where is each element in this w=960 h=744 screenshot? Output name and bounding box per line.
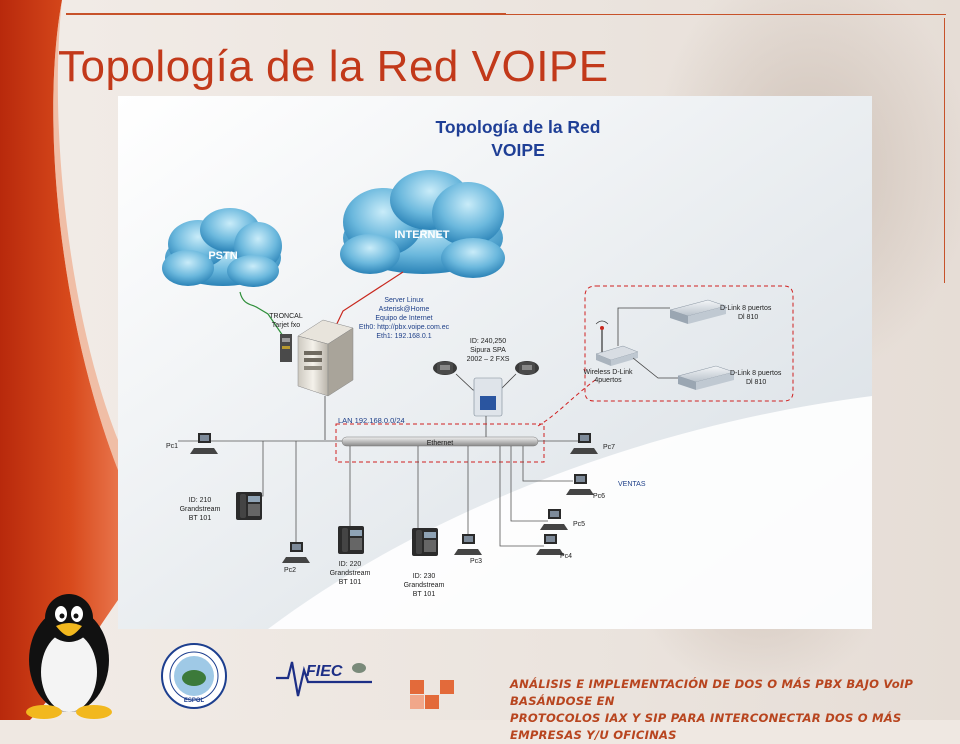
- phone220-label-2: Grandstream: [330, 570, 371, 577]
- fiec-label: FIEC: [306, 663, 343, 680]
- phone220-label-3: BT 101: [339, 579, 362, 586]
- pc6-label: Pc6: [593, 493, 605, 500]
- panel-swoosh: [268, 396, 872, 629]
- internet-label: INTERNET: [395, 229, 450, 241]
- pc6-icon: [566, 474, 594, 495]
- drop-pc4: [499, 446, 544, 547]
- thesis-title-line1: ANÁLISIS E IMPLEMENTACIÓN DE DOS O MÁS P…: [510, 677, 914, 708]
- analog-phone-left-icon: [433, 361, 457, 375]
- lan-dashed-box: [335, 423, 545, 463]
- dlink-top-switch-icon: [669, 299, 727, 324]
- server-label-1: Server Linux: [384, 297, 424, 304]
- pstn-cloud: [162, 208, 282, 287]
- drop-pc6: [522, 446, 573, 482]
- pstn-link: [239, 291, 284, 337]
- wireless-to-dlink-top: [617, 307, 670, 346]
- phone210-icon: [236, 492, 262, 520]
- fxo-card-icon: [280, 334, 292, 362]
- wireless-router-icon: [595, 320, 639, 366]
- server-label-4: Eth0: http://pbx.voipe.com.ec: [359, 324, 450, 331]
- phone230-label-1: ID: 230: [413, 573, 436, 580]
- ventas-label: VENTAS: [618, 481, 646, 488]
- ethernet-label: Ethernet: [427, 440, 454, 447]
- pc2-icon: [282, 542, 310, 563]
- sipura-spa-icon: [473, 377, 503, 417]
- fiec-logo: [276, 661, 372, 697]
- pc7-icon: [570, 433, 598, 454]
- pc4-icon: [536, 534, 564, 555]
- network-diagram: Topología de la Red VOIPE PSTN INTERNET …: [118, 96, 872, 629]
- wireless-label-1: Wireless D-Link: [583, 369, 633, 376]
- thesis-title-line2: PROTOCOLOS IAX Y SIP PARA INTERCONECTAR …: [510, 711, 902, 742]
- phone220-label-1: ID: 220: [339, 561, 362, 568]
- ventas-dashed-box: [584, 285, 794, 402]
- pc4-label: Pc4: [560, 553, 572, 560]
- orange-squares-decor: [410, 680, 454, 709]
- red-swoosh-background: [0, 0, 118, 720]
- pc2-label: Pc2: [284, 567, 296, 574]
- pc5-icon: [540, 509, 568, 530]
- dlink-top-label-1: D-Link 8 puertos: [720, 305, 772, 312]
- spa-label-3: 2002 – 2 FXS: [467, 356, 510, 363]
- analog-phone-right-icon: [515, 361, 539, 375]
- pstn-label: PSTN: [208, 250, 237, 262]
- thesis-title: ANÁLISIS E IMPLEMENTACIÓN DE DOS O MÁS P…: [510, 676, 950, 744]
- pc5-label: Pc5: [573, 521, 585, 528]
- ethernet-bus: [341, 436, 539, 447]
- phone230-label-2: Grandstream: [404, 582, 445, 589]
- dlink-bottom-switch-icon: [677, 365, 735, 390]
- internet-cloud: [340, 170, 505, 278]
- pc1-icon: [190, 433, 218, 454]
- spa-label-1: ID: 240,250: [470, 338, 506, 345]
- diagram-title-line1: Topología de la Red: [436, 117, 601, 137]
- pc3-icon: [454, 534, 482, 555]
- drop-pc5: [510, 446, 548, 522]
- right-decor-line: [944, 18, 945, 283]
- troncal-label: TRONCAL: [269, 313, 303, 320]
- top-decor-line-right: [506, 14, 946, 15]
- pc3-label: Pc3: [470, 558, 482, 565]
- spa-label-2: Sipura SPA: [470, 347, 506, 354]
- wireless-label-2: 4puertos: [594, 377, 622, 384]
- diagram-panel: Topología de la Red VOIPE PSTN INTERNET …: [118, 96, 872, 629]
- server-label-5: Eth1: 192.168.0.1: [376, 333, 431, 340]
- phone210-label-3: BT 101: [189, 515, 212, 522]
- pc1-label: Pc1: [166, 443, 178, 450]
- tux-penguin-logo: [26, 594, 112, 719]
- dlink-bottom-label-2: Dl 810: [746, 379, 766, 386]
- phone210-label-1: ID: 210: [189, 497, 212, 504]
- slide-title: Topología de la Red VOIPE: [58, 42, 609, 91]
- troncal-sub-label: Tarjet fxo: [272, 322, 301, 329]
- lan-to-ventas-link: [537, 377, 599, 427]
- dlink-bottom-label-1: D-Link 8 puertos: [730, 370, 782, 377]
- server-label-2: Asterisk@Home: [379, 306, 430, 313]
- phone230-icon: [412, 528, 438, 556]
- server-label-3: Equipo de Internet: [375, 315, 432, 322]
- diagram-title-line2: VOIPE: [491, 140, 545, 160]
- server-tower-icon: [297, 319, 354, 397]
- phone210-label-2: Grandstream: [180, 506, 221, 513]
- phone230-label-3: BT 101: [413, 591, 436, 598]
- top-decor-line: [66, 13, 506, 15]
- wireless-to-dlink-bottom: [632, 357, 678, 379]
- pc7-label: Pc7: [603, 444, 615, 451]
- lan-label: LAN 192.168.0.0/24: [338, 416, 405, 425]
- phone220-icon: [338, 526, 364, 554]
- espol-seal-text: ESPOL: [184, 698, 205, 704]
- espol-seal-logo: ESPOL: [161, 643, 227, 709]
- dlink-top-label-2: Dl 810: [738, 314, 758, 321]
